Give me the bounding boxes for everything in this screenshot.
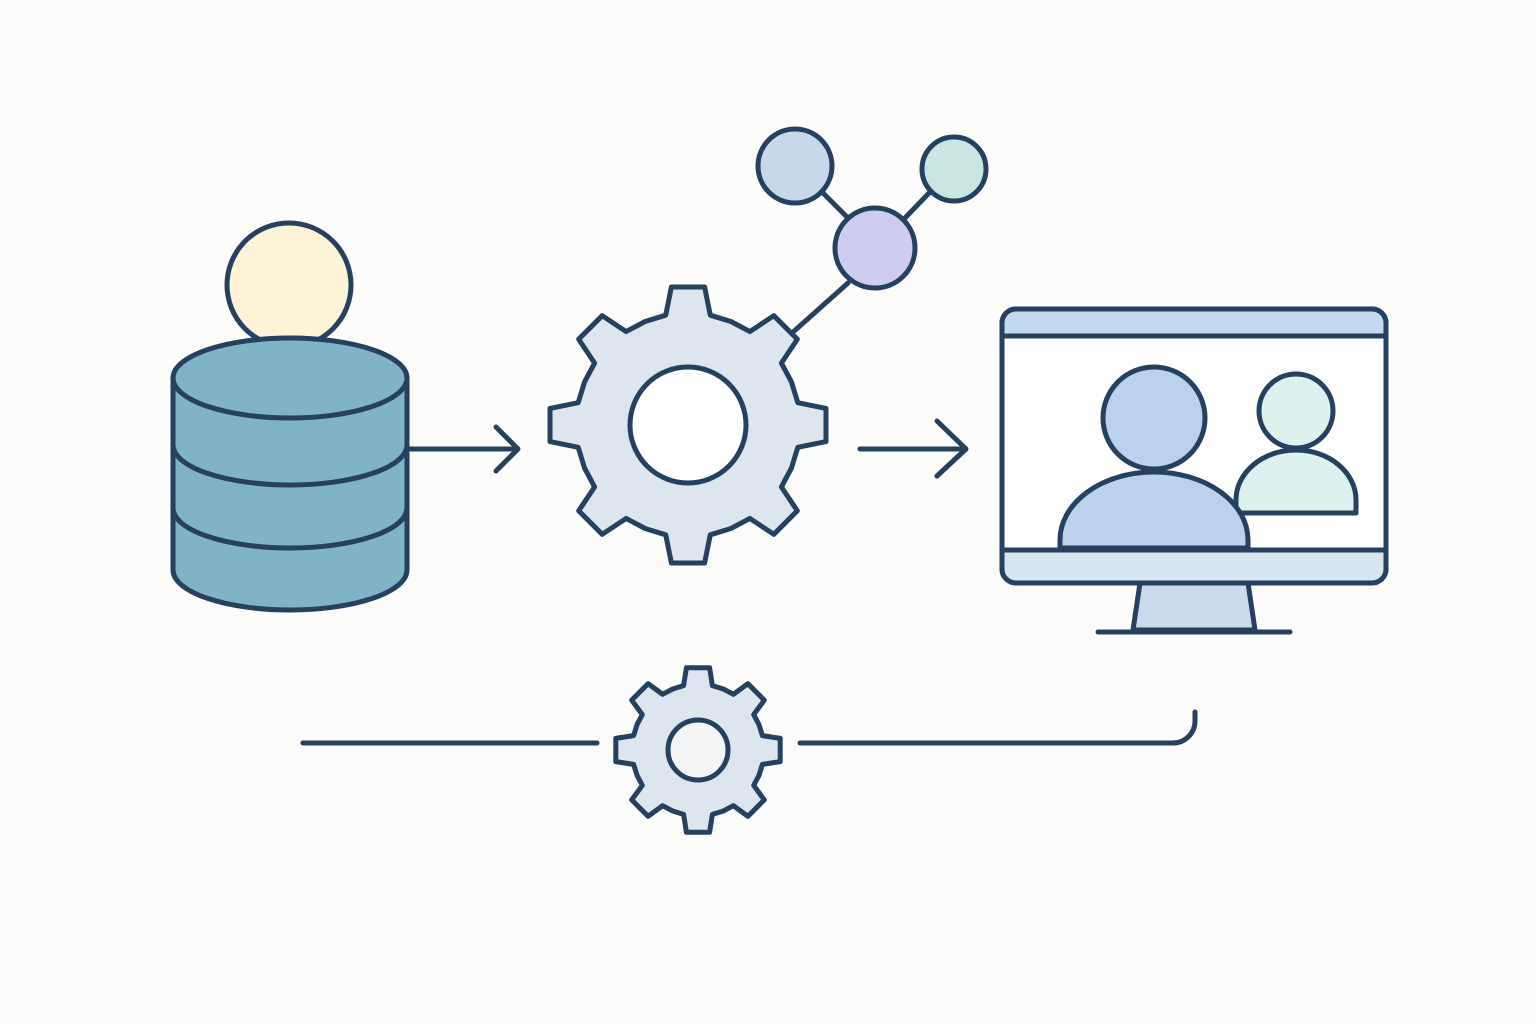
monitor-stand xyxy=(1130,580,1258,633)
gear-hole xyxy=(665,717,731,783)
gear-icon xyxy=(613,665,783,835)
arrow-right-icon xyxy=(857,418,969,479)
database-top xyxy=(170,335,410,421)
node-center xyxy=(832,205,918,291)
monitor-top-bar xyxy=(999,306,1389,339)
monitor-video-call-icon xyxy=(999,306,1389,635)
node-link xyxy=(789,187,933,336)
arrow-right-icon xyxy=(407,424,521,474)
person-secondary xyxy=(1233,371,1359,516)
user-database-icon xyxy=(170,220,410,613)
network-nodes-icon xyxy=(755,126,989,336)
database-body xyxy=(170,375,410,613)
database-band-2 xyxy=(170,505,410,551)
user-head xyxy=(224,220,354,350)
node-left xyxy=(755,126,835,206)
gear-icon xyxy=(547,284,829,566)
person-main xyxy=(1057,364,1251,551)
database-band-1 xyxy=(170,442,410,488)
gear-hole xyxy=(627,364,749,486)
feedback-line xyxy=(300,709,1198,746)
node-right xyxy=(919,134,989,204)
monitor-bottom-bar xyxy=(999,547,1389,586)
